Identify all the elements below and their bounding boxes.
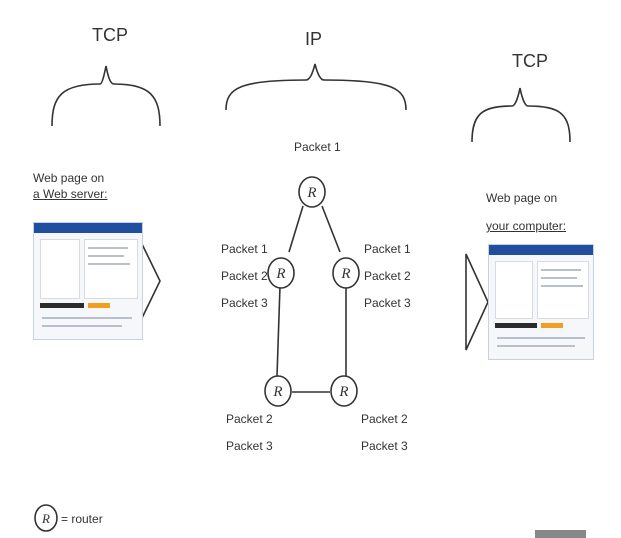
packet-label-top-1: Packet 1 [294,140,341,154]
computer-arrow [465,253,489,351]
thumb-line [541,277,577,279]
router-bottom-right-letter: R [338,384,348,400]
thumb-line [497,345,575,347]
tcp-left-brace [51,65,161,127]
packet-label-midleft-2: Packet 2 [221,269,268,283]
legend-router-letter: R [41,511,50,526]
thumb-dark-strip [495,323,537,328]
thumb-line [88,255,124,257]
router-top: R [298,176,326,208]
thumb-header-bar [489,245,593,255]
thumb-line [88,263,130,265]
corner-bar [535,530,586,538]
thumb-line [42,317,132,319]
thumb-line [541,269,581,271]
legend-router: R [34,504,58,532]
packet-label-midright-2: Packet 2 [364,269,411,283]
router-mid-right-letter: R [340,266,350,282]
router-bottom-left-letter: R [272,384,282,400]
router-mid-right: R [332,257,360,289]
packet-label-midleft-3: Packet 3 [221,296,268,310]
packet-label-midright-1: Packet 1 [364,242,411,256]
router-mid-left-letter: R [275,266,285,282]
thumb-orange-button [88,303,110,308]
thumb-line [42,325,122,327]
packet-label-bottomleft-2: Packet 2 [226,412,273,426]
thumb-line [88,247,128,249]
server-arrow [140,241,161,321]
link-top-midleft [288,205,304,253]
thumb-header-bar [34,223,142,233]
packet-label-bottomright-3: Packet 3 [361,439,408,453]
packet-label-bottomleft-3: Packet 3 [226,439,273,453]
thumb-text-panel [84,239,138,299]
router-top-letter: R [306,185,316,201]
server-label-line2: a Web server: [33,187,108,201]
router-bottom-right: R [330,375,358,407]
ip-title: IP [305,29,323,49]
tcp-right-brace [471,87,571,143]
computer-webpage-thumbnail [488,244,594,360]
ip-brace [225,63,407,111]
thumb-dark-strip [40,303,84,308]
thumb-line [541,285,583,287]
thumb-orange-button [541,323,563,328]
packet-label-bottomright-2: Packet 2 [361,412,408,426]
link-midleft-bottomleft [276,285,281,377]
thumb-line [497,337,585,339]
tcp-left-title: TCP [92,25,128,45]
server-label-line1: Web page on [33,171,105,185]
packet-label-midleft-1: Packet 1 [221,242,268,256]
computer-label-line1: Web page on [486,191,558,205]
legend-text: = router [61,512,103,526]
router-mid-left: R [267,257,295,289]
router-bottom-left: R [264,375,292,407]
packet-label-midright-3: Packet 3 [364,296,411,310]
tcp-right-title: TCP [512,51,548,71]
server-webpage-thumbnail [33,222,143,340]
thumb-image-panel [40,239,80,299]
computer-label-line2: your computer: [486,219,567,233]
link-top-midright [321,205,341,253]
thumb-image-panel [495,261,533,319]
